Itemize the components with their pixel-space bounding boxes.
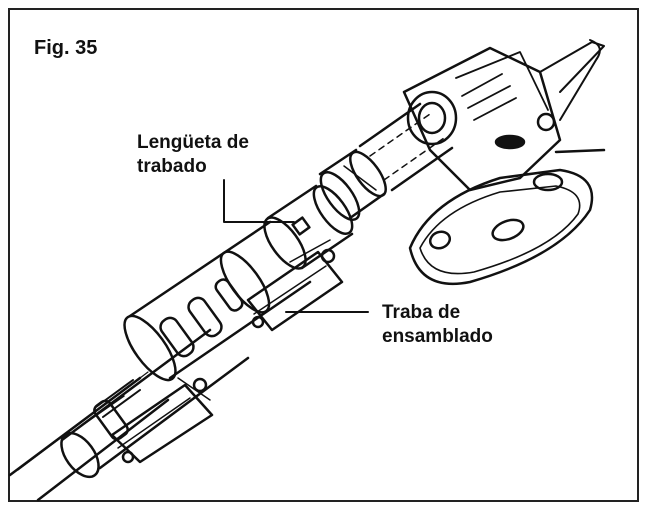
callout-assembly-lock-line1: Traba de [382, 302, 461, 323]
callout-locking-tab-line1: Lengüeta de [137, 132, 249, 153]
figure-frame [8, 8, 639, 502]
middle-tube [123, 220, 312, 382]
lower-collar [60, 328, 250, 479]
lower-shaft [8, 371, 170, 502]
locking-tab-shape [291, 216, 311, 236]
upper-connector [318, 148, 387, 221]
callout-locking-tab: Lengüeta de trabado [137, 131, 249, 179]
callout-assembly-lock: Traba de ensamblado [382, 301, 493, 349]
leader-line-locking-tab [223, 179, 295, 223]
callout-assembly-lock-line2: ensamblado [382, 326, 493, 347]
lower-clamp [110, 377, 214, 464]
guard [408, 168, 594, 286]
figure-title: Fig. 35 [34, 37, 98, 59]
trimmer-head [402, 39, 606, 192]
coupler [263, 184, 354, 270]
callout-locking-tab-line2: trabado [137, 156, 207, 177]
upper-shaft [358, 102, 454, 192]
